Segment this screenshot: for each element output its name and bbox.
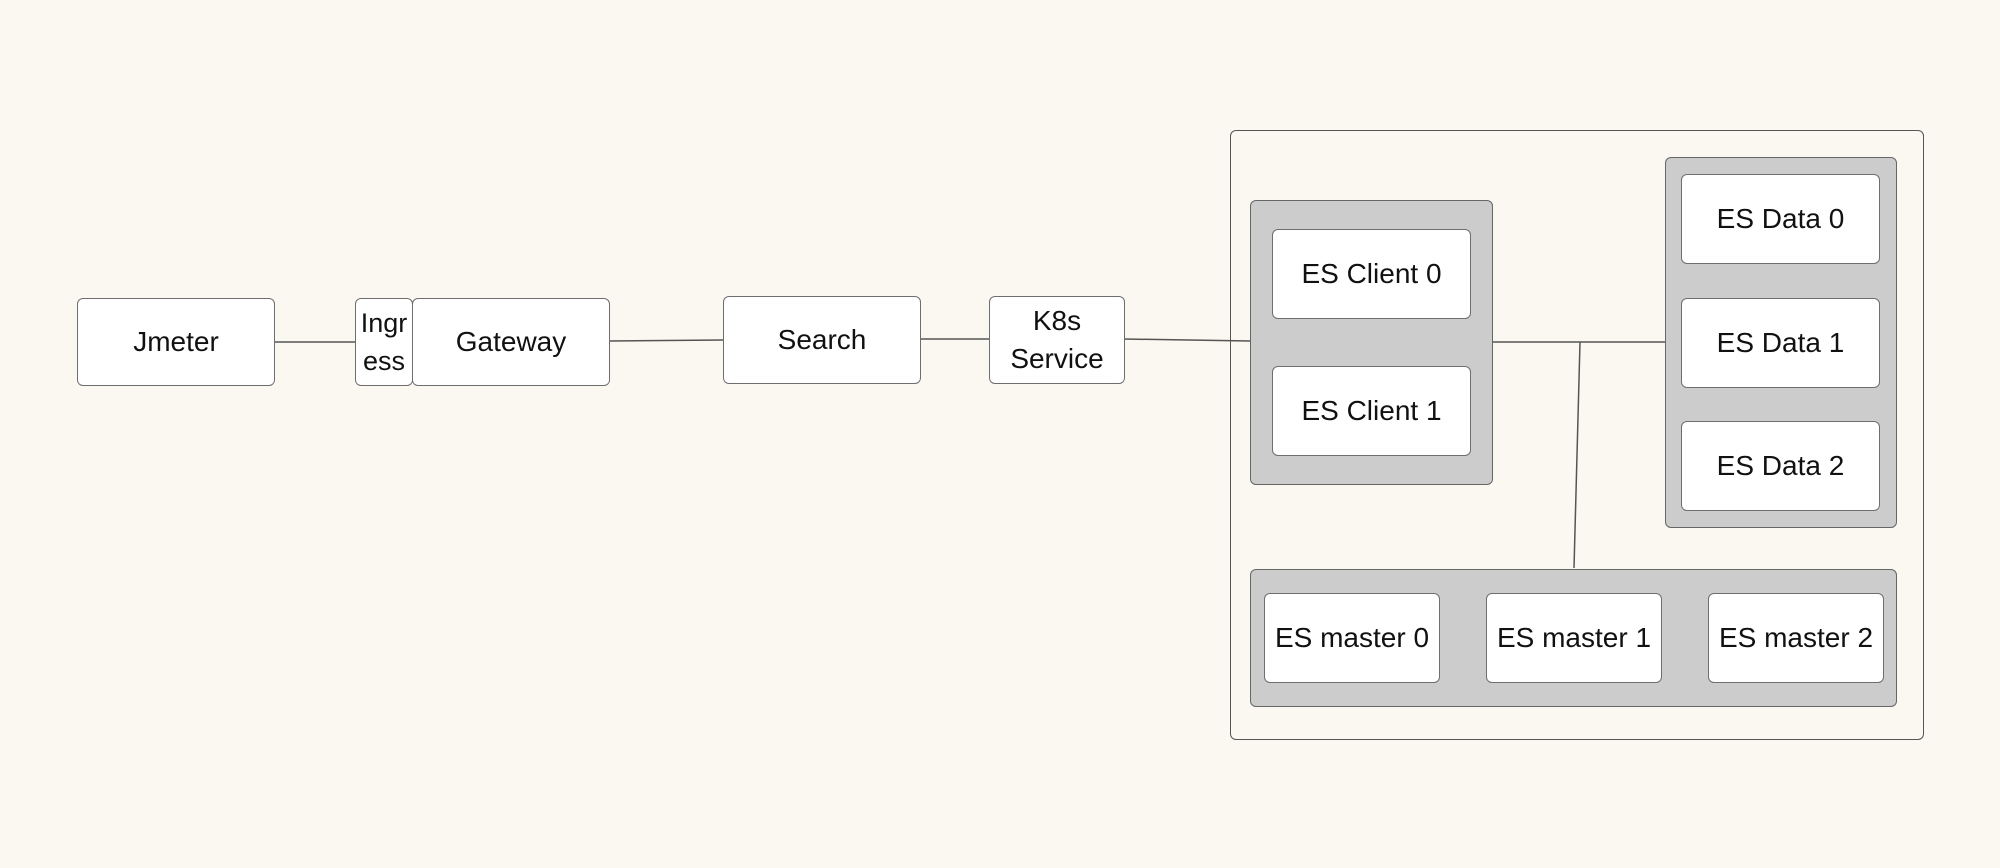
- elasticsearch-cluster: [1230, 130, 1924, 740]
- gateway-label: Gateway: [455, 326, 567, 357]
- es-data-2-label: ES Data 2: [1716, 450, 1845, 481]
- es-data-1-node[interactable]: ES Data 1: [1681, 298, 1880, 388]
- es-client-0-node[interactable]: ES Client 0: [1272, 229, 1471, 319]
- es-master-1-node[interactable]: ES master 1: [1486, 593, 1662, 683]
- es-master-1-label: ES master 1: [1496, 622, 1652, 653]
- jmeter-node[interactable]: Jmeter: [77, 298, 275, 386]
- es-client-1-label: ES Client 1: [1301, 395, 1442, 426]
- gateway-node[interactable]: Gateway: [412, 298, 610, 386]
- es-data-1-label: ES Data 1: [1716, 327, 1845, 358]
- k8s-service-label: K8s Service: [1010, 305, 1104, 374]
- search-label: Search: [777, 324, 867, 355]
- es-master-0-node[interactable]: ES master 0: [1264, 593, 1440, 683]
- es-master-0-label: ES master 0: [1274, 622, 1430, 653]
- jmeter-label: Jmeter: [133, 326, 219, 357]
- search-node[interactable]: Search: [723, 296, 921, 384]
- es-client-0-label: ES Client 0: [1301, 258, 1442, 289]
- edge-gateway-search: [609, 339, 725, 342]
- es-data-0-label: ES Data 0: [1716, 203, 1845, 234]
- ingress-label: Ingr ess: [360, 308, 408, 376]
- ingress-node[interactable]: Ingr ess: [355, 298, 413, 386]
- k8s-service-node[interactable]: K8s Service: [989, 296, 1125, 384]
- es-client-1-node[interactable]: ES Client 1: [1272, 366, 1471, 456]
- es-data-2-node[interactable]: ES Data 2: [1681, 421, 1880, 511]
- es-data-0-node[interactable]: ES Data 0: [1681, 174, 1880, 264]
- es-master-2-node[interactable]: ES master 2: [1708, 593, 1884, 683]
- es-master-2-label: ES master 2: [1718, 622, 1874, 653]
